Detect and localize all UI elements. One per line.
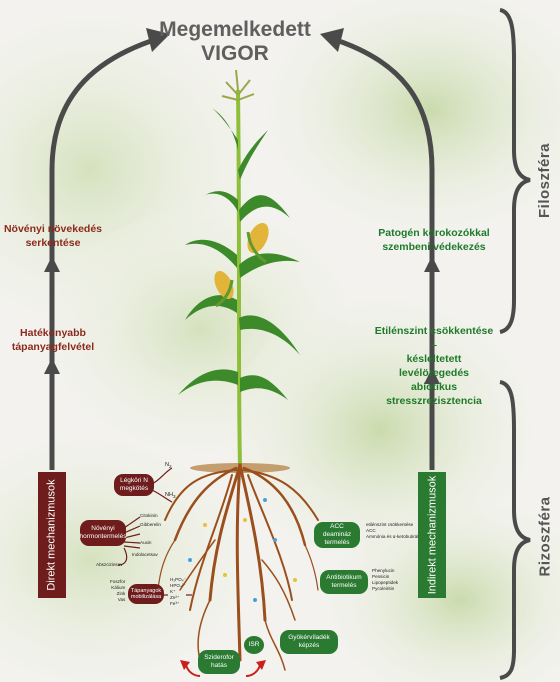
left-lower-line2: tápanyagfelvétel — [2, 340, 104, 354]
root-exudate-line1: Gyökérvíladék — [288, 634, 330, 642]
hormone-citokinin: Citokinin — [140, 513, 158, 519]
right-upper-line2: szembeni védekezés — [372, 240, 496, 254]
page-title: Megemelkedett VIGOR — [120, 18, 350, 66]
rhizosphere-label: Rizoszféra — [530, 476, 560, 596]
isr-text: ISR — [249, 641, 260, 649]
direct-mechanisms-label: Direkt mechanizmusok — [46, 479, 58, 590]
left-upper-line1: Növényi növekedés — [2, 222, 104, 236]
ion-fe: Fe³⁺ — [170, 601, 186, 607]
title-line1: Megemelkedett — [120, 18, 350, 42]
nutrient-vas: Vas — [110, 597, 125, 603]
phyllosphere-text: Filoszféra — [537, 142, 554, 217]
acc-items: etilénszint csökkentése ACC Ammónia és α… — [366, 522, 418, 540]
indirect-mechanisms-box: Indirekt mechanizmusok — [418, 472, 446, 598]
antibiotic-items: Phenylucin Pensicin Lipopeptidek Pycolei… — [372, 568, 398, 592]
n2-label: N2 — [165, 462, 172, 469]
acc-line1: ACC deamináz — [317, 523, 357, 539]
n2-sub: 2 — [169, 464, 172, 469]
acc-item-2: Ammónia és α-ketobutirát — [366, 534, 418, 540]
left-upper-line2: serkentése — [2, 236, 104, 250]
right-lower-label: Etilénszint csökkentése – késleltetett l… — [372, 324, 496, 408]
root-exudate-line2: képzés — [288, 642, 330, 650]
n-fix-line2: megkötés — [120, 485, 148, 493]
rhizosphere-text: Rizoszféra — [537, 496, 554, 576]
right-upper-label: Patogén kórokozókkal szembeni védekezés — [372, 226, 496, 254]
siderophore-line2: hatás — [204, 662, 234, 670]
phyllosphere-label: Filoszféra — [530, 120, 560, 240]
phosphate-right-list: H₂PO₄⁻ HPO₄²⁻ K⁺ Zn²⁺ Fe³⁺ — [170, 577, 186, 607]
right-lower-line1: Etilénszint csökkentése – — [372, 324, 496, 352]
left-lower-line1: Hatékonyabb — [2, 326, 104, 340]
acc-line2: termelés — [317, 539, 357, 547]
right-lower-line3: abiotikus stresszrezisztencia — [372, 380, 496, 408]
right-upper-line1: Patogén kórokozókkal — [372, 226, 496, 240]
antibiotic-line1: Antibiotikum — [326, 574, 361, 582]
hormone-line1: Növényi — [80, 525, 127, 533]
isr-badge: ISR — [244, 636, 264, 654]
antibiotic-line2: termelés — [326, 582, 361, 590]
left-upper-label: Növényi növekedés serkentése — [2, 222, 104, 250]
hormone-auxin: Auxin — [140, 540, 152, 546]
hormone-gibberelin: Gibberelin — [140, 522, 161, 528]
siderophore-line1: Sziderofor — [204, 654, 234, 662]
phosphate-left-list: Foszfor Kálium Zink Vas — [110, 579, 125, 603]
hormone-line2: hormontermelés — [80, 533, 127, 541]
right-lower-line2: késleltetett levélöregedés — [372, 352, 496, 380]
indirect-mechanisms-label: Indirekt mechanizmusok — [426, 476, 438, 595]
n-fix-line1: Légköri N — [120, 477, 148, 485]
direct-mechanisms-box: Direkt mechanizmusok — [38, 472, 66, 598]
hormone-indolacetsav: Indolacetsav — [132, 552, 158, 558]
nutrient-mob-line2: mobilizálása — [131, 594, 161, 600]
nh3-label: NH3 — [165, 492, 176, 499]
left-lower-label: Hatékonyabb tápanyagfelvétel — [2, 326, 104, 354]
hormone-abszcizinsav: Abszcizinsav — [96, 562, 123, 568]
nh3-text: NH — [165, 492, 173, 498]
nh3-sub: 3 — [173, 494, 176, 499]
title-line2: VIGOR — [120, 42, 350, 66]
antibiotic-item-3: Pycoleiritin — [372, 586, 398, 592]
